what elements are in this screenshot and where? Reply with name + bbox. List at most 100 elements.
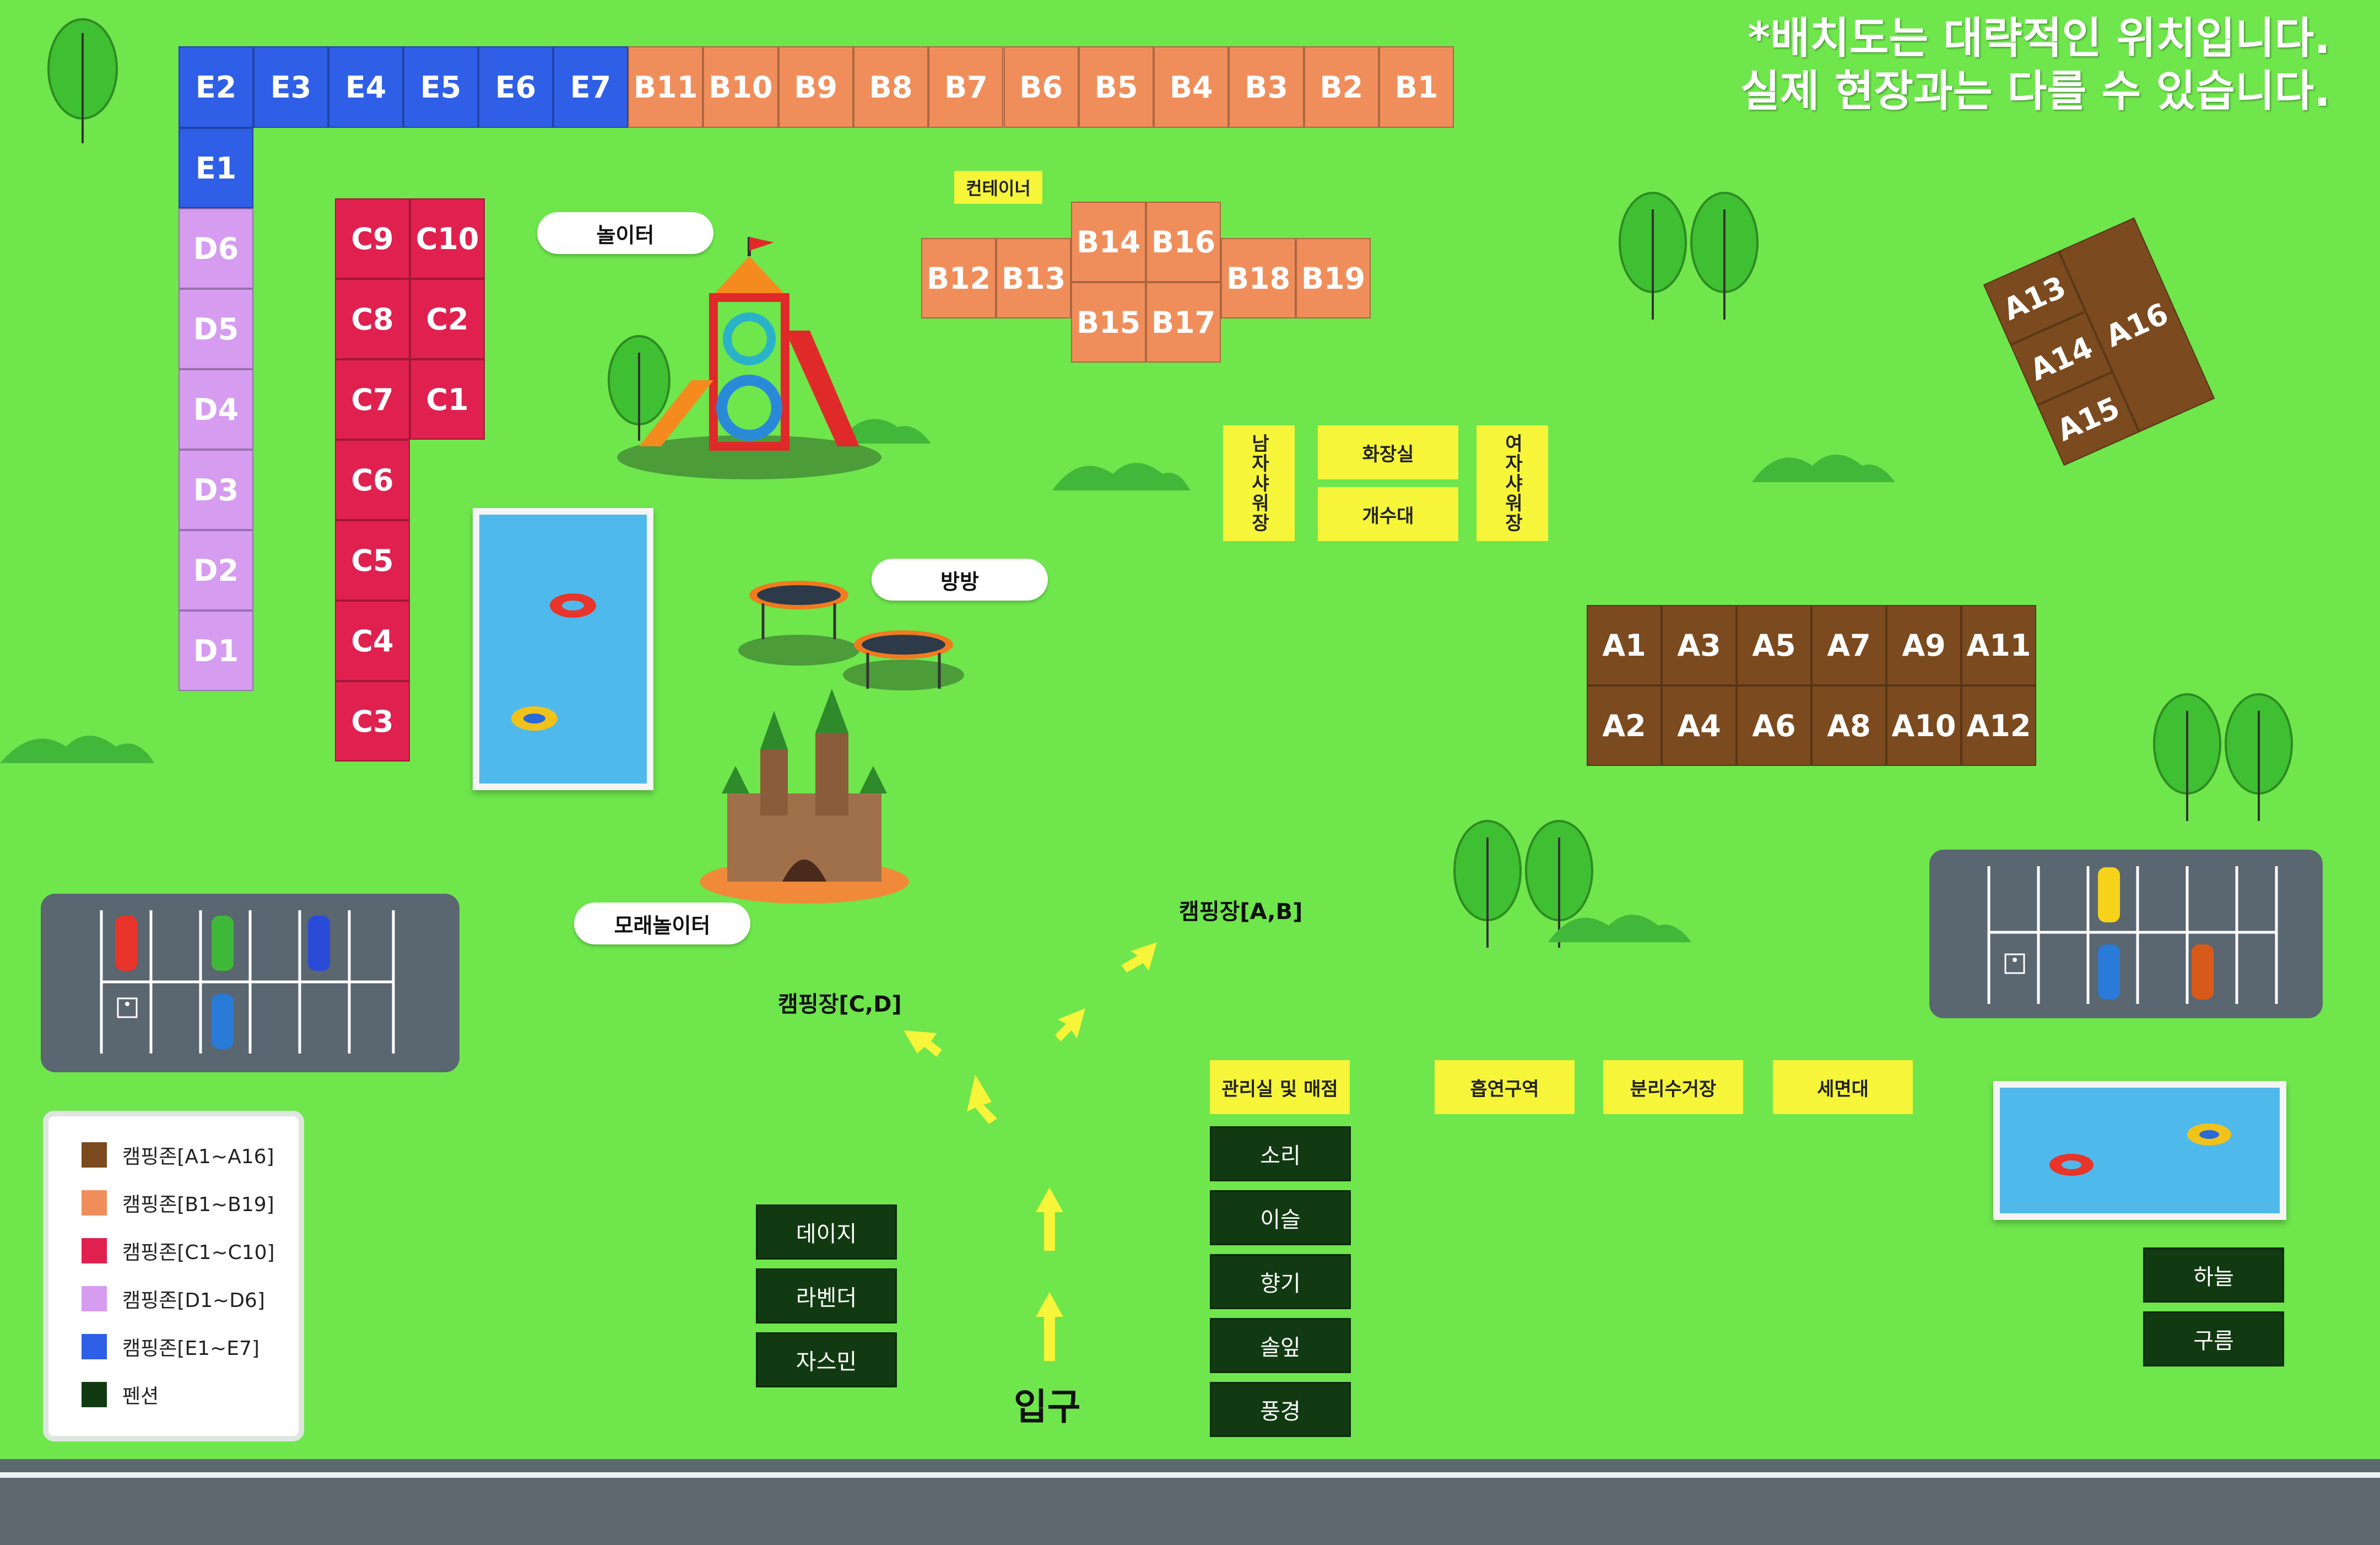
- legend-label: 펜션: [122, 1385, 159, 1408]
- site-b19[interactable]: B19: [1296, 238, 1371, 318]
- pension-2[interactable]: 향기: [1210, 1254, 1351, 1309]
- site-b2[interactable]: B2: [1303, 46, 1379, 128]
- recycling-area[interactable]: 분리수거장: [1603, 1060, 1743, 1114]
- trampoline-icon: [738, 581, 964, 690]
- site-e2[interactable]: E2: [178, 46, 253, 128]
- site-a5[interactable]: A5: [1737, 605, 1811, 685]
- site-b3[interactable]: B3: [1229, 46, 1304, 128]
- site-b9[interactable]: B9: [778, 46, 853, 128]
- site-b15[interactable]: B15: [1071, 282, 1146, 363]
- legend-swatch: [82, 1190, 107, 1216]
- site-a2[interactable]: A2: [1587, 685, 1662, 766]
- wheelchair-icon: [2004, 953, 2025, 974]
- site-c6[interactable]: C6: [335, 440, 410, 520]
- site-b7[interactable]: B7: [928, 46, 1004, 128]
- legend-swatch: [82, 1286, 107, 1311]
- site-b4[interactable]: B4: [1154, 46, 1229, 128]
- site-b14[interactable]: B14: [1071, 202, 1146, 282]
- site-e6[interactable]: E6: [478, 46, 553, 128]
- notice-line-2: 실제 현장과는 다를 수 있습니다.: [1740, 67, 2330, 116]
- pension-1[interactable]: 라벤더: [756, 1268, 897, 1323]
- pool-float-icon: [511, 593, 596, 731]
- site-e3[interactable]: E3: [253, 46, 328, 128]
- site-a4[interactable]: A4: [1662, 685, 1737, 766]
- site-d2[interactable]: D2: [178, 530, 253, 611]
- site-c4[interactable]: C4: [335, 601, 410, 681]
- site-c3[interactable]: C3: [335, 681, 410, 761]
- smoking-area[interactable]: 흡연구역: [1435, 1060, 1575, 1114]
- legend-swatch: [82, 1334, 107, 1359]
- tree-icon: [47, 18, 118, 143]
- site-d5[interactable]: D5: [178, 289, 253, 369]
- parking-lot-left: [41, 894, 459, 1072]
- site-e1[interactable]: E1: [178, 128, 253, 208]
- site-b6[interactable]: B6: [1003, 46, 1079, 128]
- site-d1[interactable]: D1: [178, 611, 253, 691]
- legend-item: 캠핑존[E1~E7]: [82, 1332, 259, 1361]
- pension-4[interactable]: 풍경: [1210, 1382, 1351, 1437]
- site-c2[interactable]: C2: [410, 279, 485, 359]
- office-and-store[interactable]: 관리실 및 매점: [1210, 1060, 1350, 1114]
- site-d3[interactable]: D3: [178, 450, 253, 530]
- legend-label: 캠핑존[E1~E7]: [122, 1337, 259, 1360]
- site-a8[interactable]: A8: [1811, 685, 1886, 766]
- pension-0[interactable]: 하늘: [2143, 1247, 2284, 1303]
- washbasin[interactable]: 세면대: [1773, 1060, 1913, 1114]
- tree-icon: [2153, 693, 2293, 821]
- legend-item: 캠핑존[C1~C10]: [82, 1236, 275, 1265]
- site-c7[interactable]: C7: [335, 359, 410, 440]
- site-b17[interactable]: B17: [1146, 282, 1221, 363]
- legend-label: 캠핑존[A1~A16]: [122, 1146, 274, 1168]
- restroom[interactable]: 화장실: [1318, 425, 1458, 479]
- men-shower[interactable]: 남자샤워장: [1223, 425, 1295, 541]
- site-c5[interactable]: C5: [335, 520, 410, 601]
- direction-arrow-icon: [904, 942, 1157, 1361]
- site-e5[interactable]: E5: [403, 46, 478, 128]
- site-a10[interactable]: A10: [1886, 685, 1961, 766]
- site-b5[interactable]: B5: [1078, 46, 1154, 128]
- site-a6[interactable]: A6: [1737, 685, 1811, 766]
- legend-item: 캠핑존[D1~D6]: [82, 1284, 265, 1313]
- women-shower[interactable]: 여자샤워장: [1476, 425, 1548, 541]
- sandbox-label: 모래놀이터: [574, 903, 750, 944]
- site-a3[interactable]: A3: [1662, 605, 1737, 685]
- site-b1[interactable]: B1: [1379, 46, 1454, 128]
- campsite-cd-label: 캠핑장[C,D]: [778, 992, 902, 1017]
- site-b12[interactable]: B12: [921, 238, 996, 318]
- site-d6[interactable]: D6: [178, 208, 253, 289]
- entrance-label: 입구: [1014, 1386, 1081, 1428]
- site-a12[interactable]: A12: [1961, 685, 2036, 766]
- sink[interactable]: 개수대: [1318, 487, 1458, 541]
- swimming-pool: [473, 508, 653, 790]
- site-d4[interactable]: D4: [178, 369, 253, 450]
- pension-3[interactable]: 솔잎: [1210, 1318, 1351, 1373]
- site-b16[interactable]: B16: [1146, 202, 1221, 282]
- car-icon: [2098, 867, 2214, 1000]
- site-a1[interactable]: A1: [1587, 605, 1662, 685]
- site-b10[interactable]: B10: [703, 46, 778, 128]
- pension-2[interactable]: 자스민: [756, 1332, 897, 1387]
- site-a7[interactable]: A7: [1811, 605, 1886, 685]
- site-c8[interactable]: C8: [335, 279, 410, 359]
- site-b8[interactable]: B8: [853, 46, 929, 128]
- pension-1[interactable]: 이슬: [1210, 1190, 1351, 1245]
- pension-0[interactable]: 데이지: [756, 1204, 897, 1260]
- site-b13[interactable]: B13: [996, 238, 1071, 318]
- campsite-ab-label: 캠핑장[A,B]: [1179, 899, 1303, 925]
- pool-float-icon: [2049, 1123, 2231, 1176]
- site-b11[interactable]: B11: [628, 46, 704, 128]
- playground-icon: [617, 237, 881, 479]
- site-c9[interactable]: C9: [335, 198, 410, 279]
- site-a9[interactable]: A9: [1886, 605, 1961, 685]
- legend-label: 캠핑존[B1~B19]: [122, 1193, 274, 1216]
- site-b18[interactable]: B18: [1221, 238, 1296, 318]
- site-a11[interactable]: A11: [1961, 605, 2036, 685]
- site-e4[interactable]: E4: [328, 46, 403, 128]
- pension-1[interactable]: 구름: [2143, 1311, 2284, 1366]
- site-e7[interactable]: E7: [553, 46, 628, 128]
- site-c1[interactable]: C1: [410, 359, 485, 440]
- pension-0[interactable]: 소리: [1210, 1126, 1351, 1181]
- site-c10[interactable]: C10: [410, 198, 485, 279]
